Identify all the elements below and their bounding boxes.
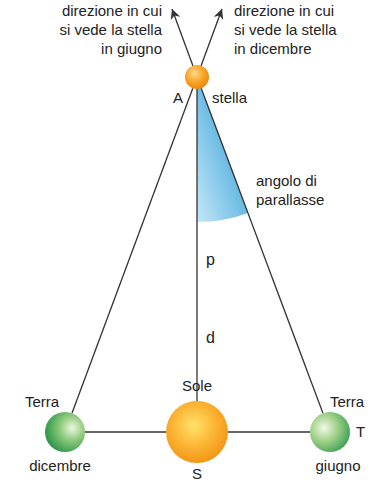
- sight-line: [72, 88, 193, 413]
- body-name: Terra: [330, 393, 364, 410]
- distance-label: d: [206, 329, 215, 347]
- sight-direction-line: [201, 9, 222, 66]
- body-name: Sole: [182, 377, 212, 394]
- body-circle: [310, 412, 350, 452]
- body-name: Terra: [25, 393, 59, 410]
- earth-body: Terradicembre: [45, 412, 85, 452]
- angle-symbol: p: [206, 250, 215, 270]
- sight-line: [201, 88, 323, 413]
- body-circle: [166, 401, 228, 463]
- angle-name: angolo di parallasse: [256, 172, 336, 210]
- star-body: Astella: [185, 65, 209, 89]
- body-name: stella: [212, 89, 247, 106]
- point-letter: A: [173, 89, 183, 106]
- sun-body: SoleS: [166, 401, 228, 463]
- direction-note: direzione in cui si vede la stella in gi…: [52, 2, 162, 58]
- month-name: dicembre: [29, 457, 91, 474]
- point-letter: T: [356, 423, 365, 440]
- body-circle-svg: [185, 65, 209, 89]
- sight-direction-line: [172, 9, 193, 66]
- body-circle: [45, 412, 85, 452]
- sight-line: [85, 431, 166, 432]
- body-circle: [185, 65, 209, 89]
- body-circle-svg: [45, 412, 85, 452]
- sight-line: [196, 89, 197, 401]
- body-circle-svg: [310, 412, 350, 452]
- earth-body: TerraTgiugno: [310, 412, 350, 452]
- direction-note: direzione in cui si vede la stella in di…: [234, 2, 344, 58]
- body-circle-svg: [166, 401, 228, 463]
- point-letter: S: [192, 465, 202, 482]
- month-name: giugno: [315, 457, 360, 474]
- sight-line: [228, 431, 310, 432]
